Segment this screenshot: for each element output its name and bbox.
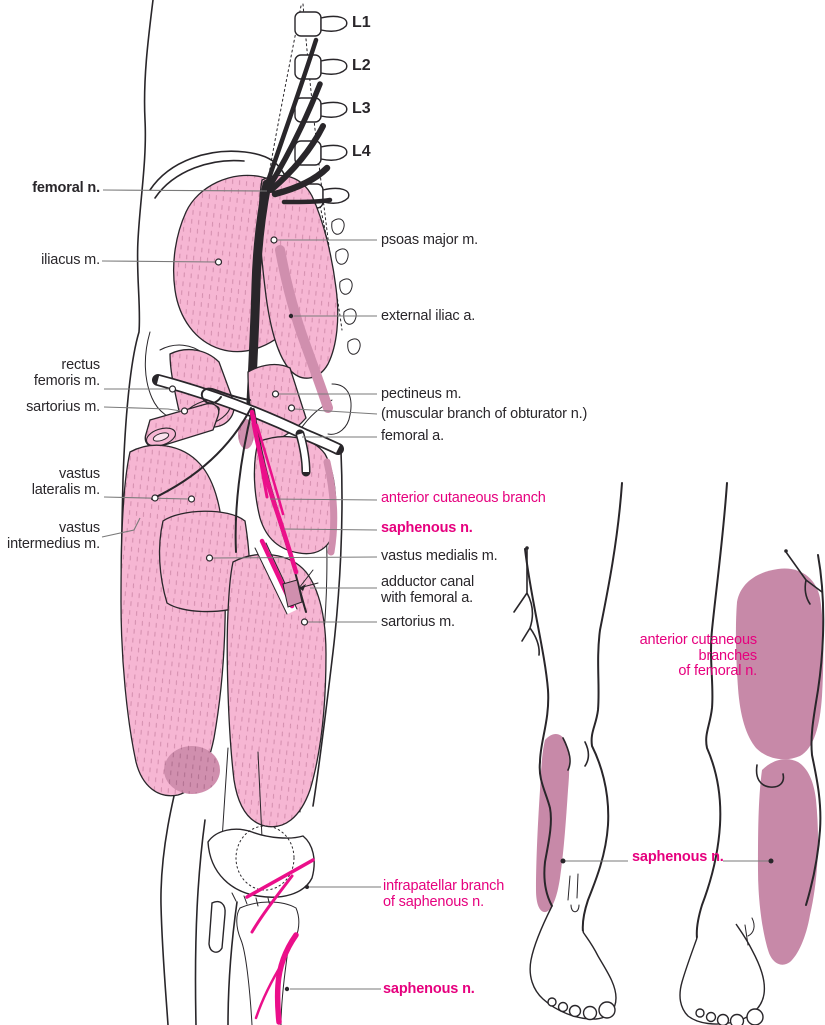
label-femoral-a: femoral a. xyxy=(381,428,444,444)
label-external-iliac-a: external iliac a. xyxy=(381,308,476,324)
sacrum-curves xyxy=(331,218,361,355)
saphenous-nerve xyxy=(249,409,299,575)
leg-outlines xyxy=(524,482,825,939)
label-sartorius-m-lower: sartorius m. xyxy=(381,614,455,630)
label-adductor-canal: adductor canal with femoral a. xyxy=(381,574,475,606)
vastus-medialis-muscle xyxy=(226,553,327,828)
main-illustration xyxy=(120,0,361,1025)
spine-level-l1: L1 xyxy=(352,14,371,31)
label-sartorius-m-upper: sartorius m. xyxy=(26,399,100,415)
femoral-artery xyxy=(295,429,311,477)
cut-nerve-sketch-left xyxy=(513,546,540,656)
label-psoas-major-m: psoas major m. xyxy=(381,232,479,248)
legs-illustration xyxy=(513,482,825,1025)
label-pectineus-m: pectineus m. xyxy=(381,386,462,402)
femoral-nerve-trunk xyxy=(246,179,272,407)
label-vastus-intermedius-m: vastus intermedius m. xyxy=(7,520,100,552)
label-saphenous-n-mid: saphenous n. xyxy=(381,520,473,536)
saphenous-nerve-knee xyxy=(254,932,299,1025)
adductor-muscles xyxy=(253,436,338,556)
label-femoral-n: femoral n. xyxy=(32,180,100,196)
label-anterior-cutaneous-branches: anterior cutaneous branches of femoral n… xyxy=(639,632,758,679)
vertebrae xyxy=(294,11,350,209)
nerve-roots xyxy=(264,37,333,205)
label-iliacus-m: iliacus m. xyxy=(41,252,100,268)
spine-level-l2: L2 xyxy=(352,57,371,74)
label-vastus-lateralis-m: vastus lateralis m. xyxy=(31,466,100,498)
label-vastus-medialis-m: vastus medialis m. xyxy=(381,548,498,564)
spine-level-l4: L4 xyxy=(352,143,371,160)
adductor-canal xyxy=(254,538,303,615)
leader-lines xyxy=(101,189,774,992)
label-infrapatellar-branch: infrapatellar branch of saphenous n. xyxy=(383,878,505,910)
inguinal-ligament xyxy=(152,374,344,455)
psoas-major-muscle xyxy=(258,174,339,379)
infrapatellar-branch-nerve xyxy=(245,858,315,934)
label-saphenous-n-bottom: saphenous n. xyxy=(383,981,475,997)
right-foot-toes xyxy=(695,1008,764,1025)
cut-nerve-sketch-right xyxy=(784,549,823,605)
label-anterior-cutaneous-branch: anterior cutaneous branch xyxy=(381,490,546,506)
left-foot-toes xyxy=(547,997,616,1021)
feet xyxy=(529,873,766,1025)
label-saphenous-n-legs: saphenous n. xyxy=(632,849,724,865)
label-rectus-femoris-m: rectus femoris m. xyxy=(33,357,100,389)
label-obturator-branch: (muscular branch of obturator n.) xyxy=(381,406,588,422)
spine-level-l3: L3 xyxy=(352,100,371,117)
external-iliac-artery xyxy=(275,245,333,413)
